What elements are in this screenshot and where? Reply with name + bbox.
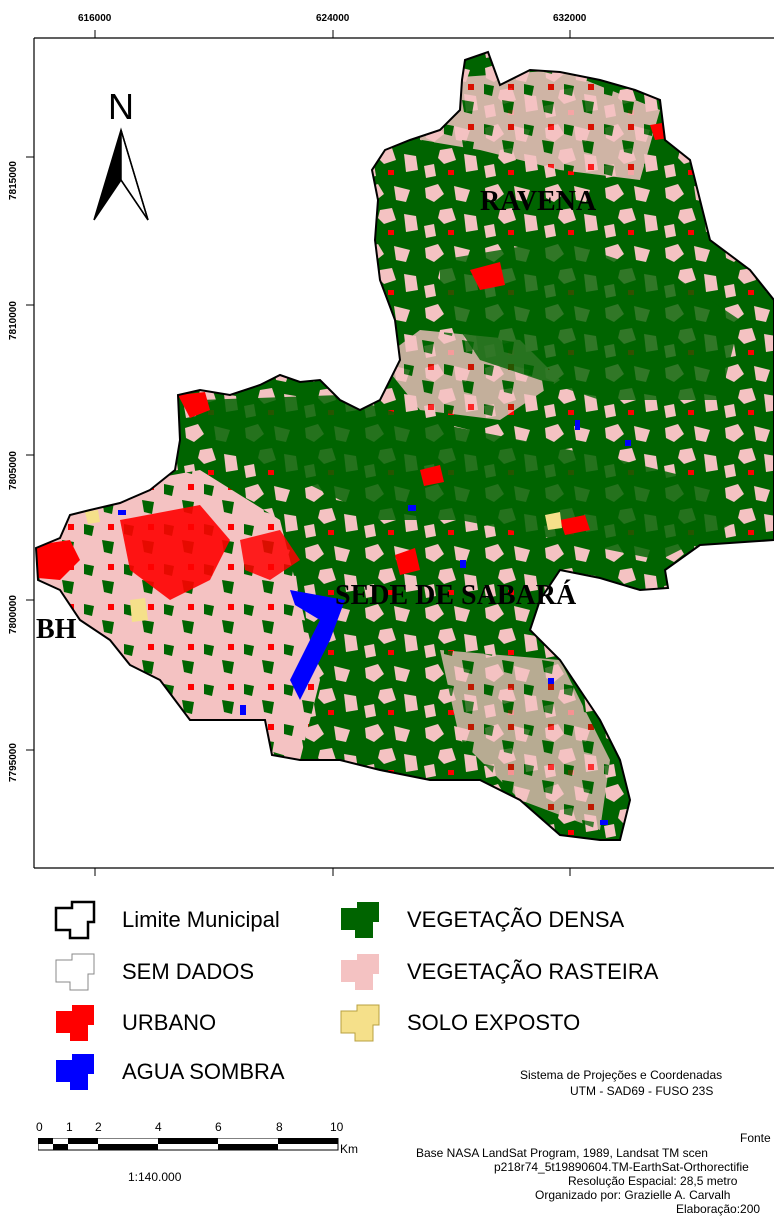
source-line-4: Resolução Espacial: 28,5 metro [568, 1174, 738, 1188]
coord-top-624000: 624000 [316, 13, 350, 24]
north-label: N [108, 86, 134, 127]
legend-sem-dados: SEM DADOS [50, 952, 254, 992]
land-cover-map [26, 30, 774, 876]
source-line-5: Organizado por: Grazielle A. Carvalh [535, 1188, 731, 1202]
projection-line-1: Sistema de Projeções e Coordenadas [520, 1068, 723, 1082]
scale-unit: Km [340, 1142, 358, 1156]
source-line-6: Elaboração:200 [676, 1202, 761, 1216]
yellow-shape-icon [340, 1004, 380, 1042]
coord-top-632000: 632000 [553, 13, 587, 24]
source-line-3: p218r74_5t19890604.TM-EarthSat-Orthorect… [494, 1160, 749, 1174]
legend-vegetacao-densa: VEGETAÇÃO DENSA [335, 900, 624, 940]
legend-vegetacao-rasteira: VEGETAÇÃO RASTEIRA [335, 952, 658, 992]
label-bh: BH [36, 614, 77, 645]
source-line-2: Base NASA LandSat Program, 1989, Landsat… [416, 1146, 708, 1160]
legend-urbano: URBANO [50, 1003, 216, 1043]
legend-label: SEM DADOS [122, 959, 255, 984]
legend-label: AGUA SOMBRA [122, 1059, 285, 1084]
legend-label: SOLO EXPOSTO [407, 1010, 581, 1035]
legend-label: VEGETAÇÃO RASTEIRA [407, 959, 659, 984]
north-arrow-icon [93, 127, 149, 221]
coord-top-616000: 616000 [78, 13, 112, 24]
outline-shape-icon [54, 900, 96, 940]
legend-agua-sombra: AGUA SOMBRA [50, 1052, 285, 1092]
dark-green-shape-icon [341, 902, 379, 938]
label-sede-sabara: SEDE DE SABARÁ [335, 580, 577, 611]
red-shape-icon [56, 1005, 94, 1041]
scale-tick-4: 4 [155, 1120, 162, 1134]
legend-solo-exposto: SOLO EXPOSTO [335, 1003, 580, 1043]
legend-label: URBANO [122, 1010, 217, 1035]
scale-tick-10: 10 [330, 1120, 344, 1134]
scale-tick-2: 2 [95, 1120, 102, 1134]
label-ravena: RAVENA [480, 186, 597, 217]
legend-label: VEGETAÇÃO DENSA [407, 907, 625, 932]
scale-tick-0: 0 [36, 1120, 43, 1134]
white-shape-icon [55, 953, 95, 991]
pink-shape-icon [341, 954, 379, 990]
legend-label: Limite Municipal [122, 907, 280, 932]
scale-ratio: 1:140.000 [128, 1170, 182, 1184]
scale-tick-6: 6 [215, 1120, 222, 1134]
source-line-1: Fonte [740, 1131, 771, 1145]
scale-tick-1: 1 [66, 1120, 73, 1134]
scale-bar-graphic [38, 1138, 339, 1151]
projection-line-2: UTM - SAD69 - FUSO 23S [570, 1084, 714, 1098]
legend-limite-municipal: Limite Municipal [50, 900, 280, 940]
scale-tick-8: 8 [276, 1120, 283, 1134]
blue-shape-icon [56, 1054, 94, 1090]
